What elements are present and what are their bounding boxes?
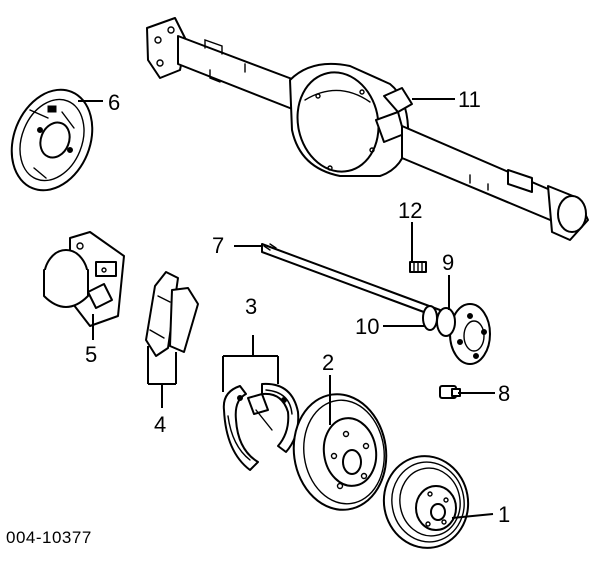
callout-2: 2 — [322, 350, 334, 375]
callout-7: 7 — [212, 233, 224, 258]
callout-3: 3 — [245, 294, 257, 319]
brake-pads — [145, 271, 199, 357]
callout-5: 5 — [85, 342, 97, 367]
callout-11: 11 — [458, 87, 481, 112]
callout-9: 9 — [442, 250, 454, 275]
wheel-stud — [409, 261, 427, 273]
figure-code: 004-10377 — [6, 528, 92, 547]
brake-drum — [382, 455, 470, 549]
leader-lines — [78, 98, 495, 519]
axle-shaft — [261, 243, 491, 365]
brake-caliper — [43, 231, 125, 327]
lug-bolt — [439, 385, 461, 399]
callout-4: 4 — [154, 412, 166, 437]
callout-6: 6 — [108, 90, 120, 115]
callout-12: 12 — [398, 198, 422, 223]
axle-seal-and-bearing — [422, 305, 456, 337]
callout-10: 10 — [355, 314, 379, 339]
brake-backing-plate — [10, 88, 94, 192]
callout-1: 1 — [498, 502, 510, 527]
brake-shoes — [222, 382, 300, 471]
axle-housing — [146, 17, 589, 241]
callout-8: 8 — [498, 381, 510, 406]
brake-rotor — [292, 393, 388, 511]
